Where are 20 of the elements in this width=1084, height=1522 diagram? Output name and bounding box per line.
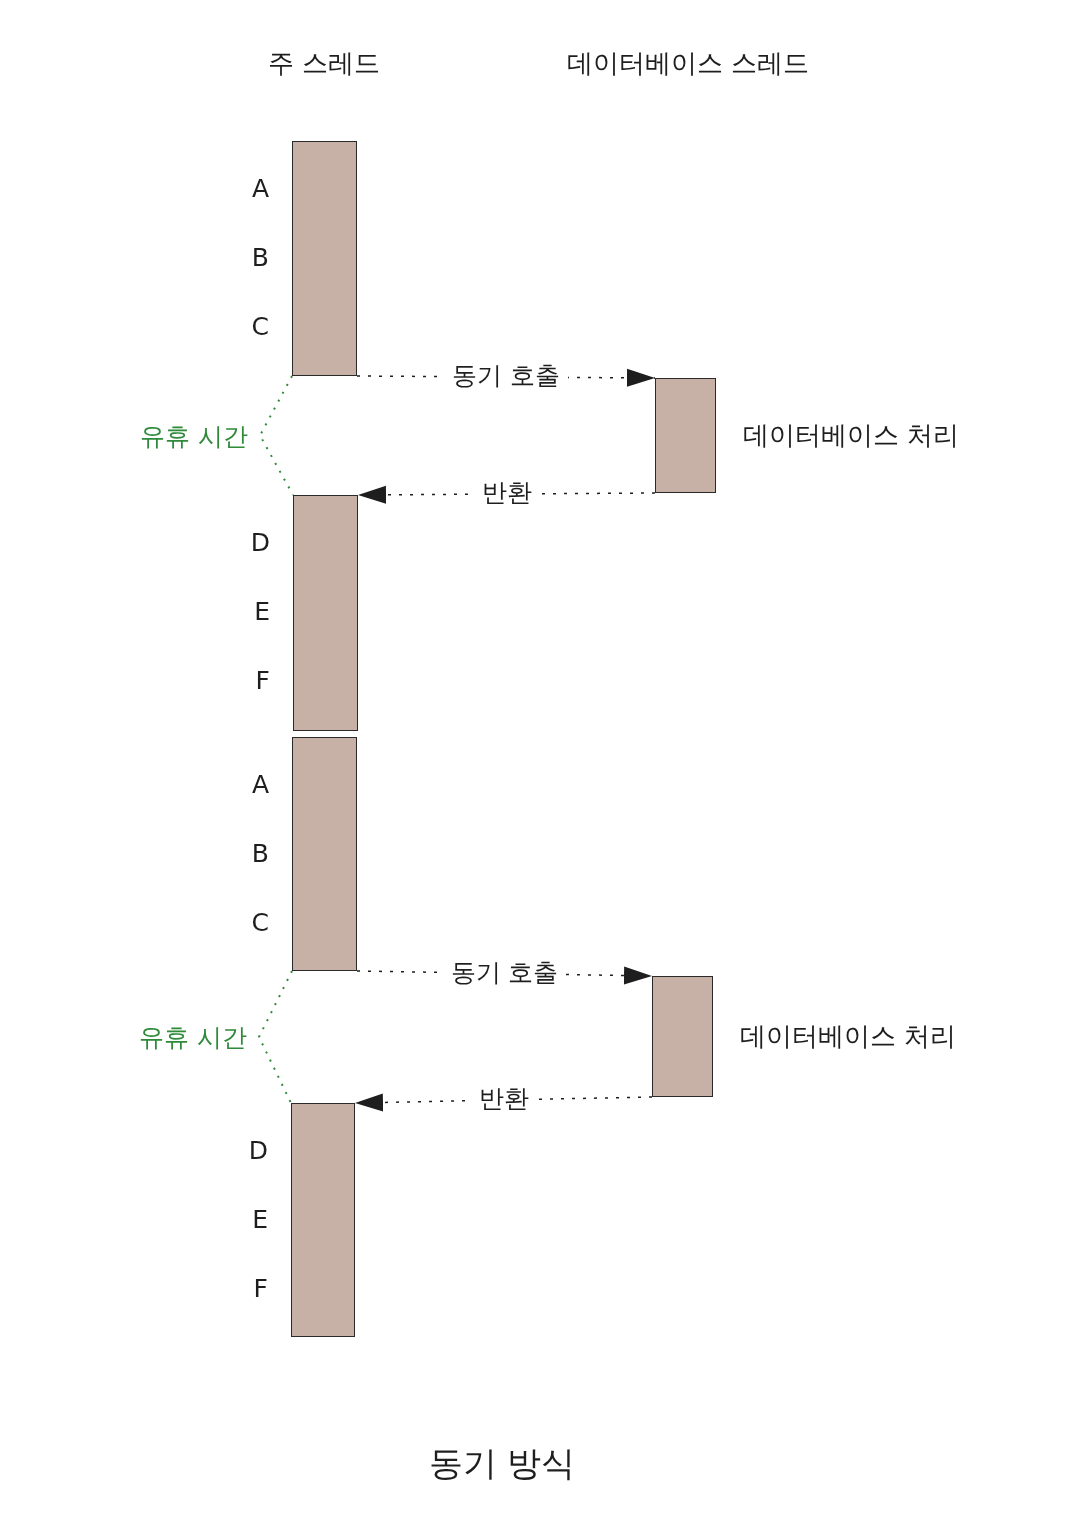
step-letter: F xyxy=(253,1274,268,1303)
step-letter: D xyxy=(250,528,270,557)
step-letter: B xyxy=(251,839,269,868)
column-heading: 주 스레드 xyxy=(268,47,381,80)
step-letter: B xyxy=(251,243,269,272)
step-letter: E xyxy=(254,597,270,626)
dotted-line xyxy=(257,970,293,1104)
step-letter: D xyxy=(248,1136,268,1165)
step-letter: E xyxy=(252,1205,268,1234)
step-letter: C xyxy=(251,908,269,937)
dotted-line xyxy=(258,375,294,496)
process-label: 데이터베이스 처리 xyxy=(743,419,960,452)
caption: 동기 방식 xyxy=(427,1442,577,1485)
step-letter: A xyxy=(251,770,269,799)
column-heading: 데이터베이스 스레드 xyxy=(567,47,810,80)
step-letter: F xyxy=(255,666,270,695)
process-label: 데이터베이스 처리 xyxy=(740,1020,957,1053)
step-letter: A xyxy=(251,174,269,203)
edge-label: 동기 호출 xyxy=(444,363,568,389)
step-letter: C xyxy=(251,312,269,341)
